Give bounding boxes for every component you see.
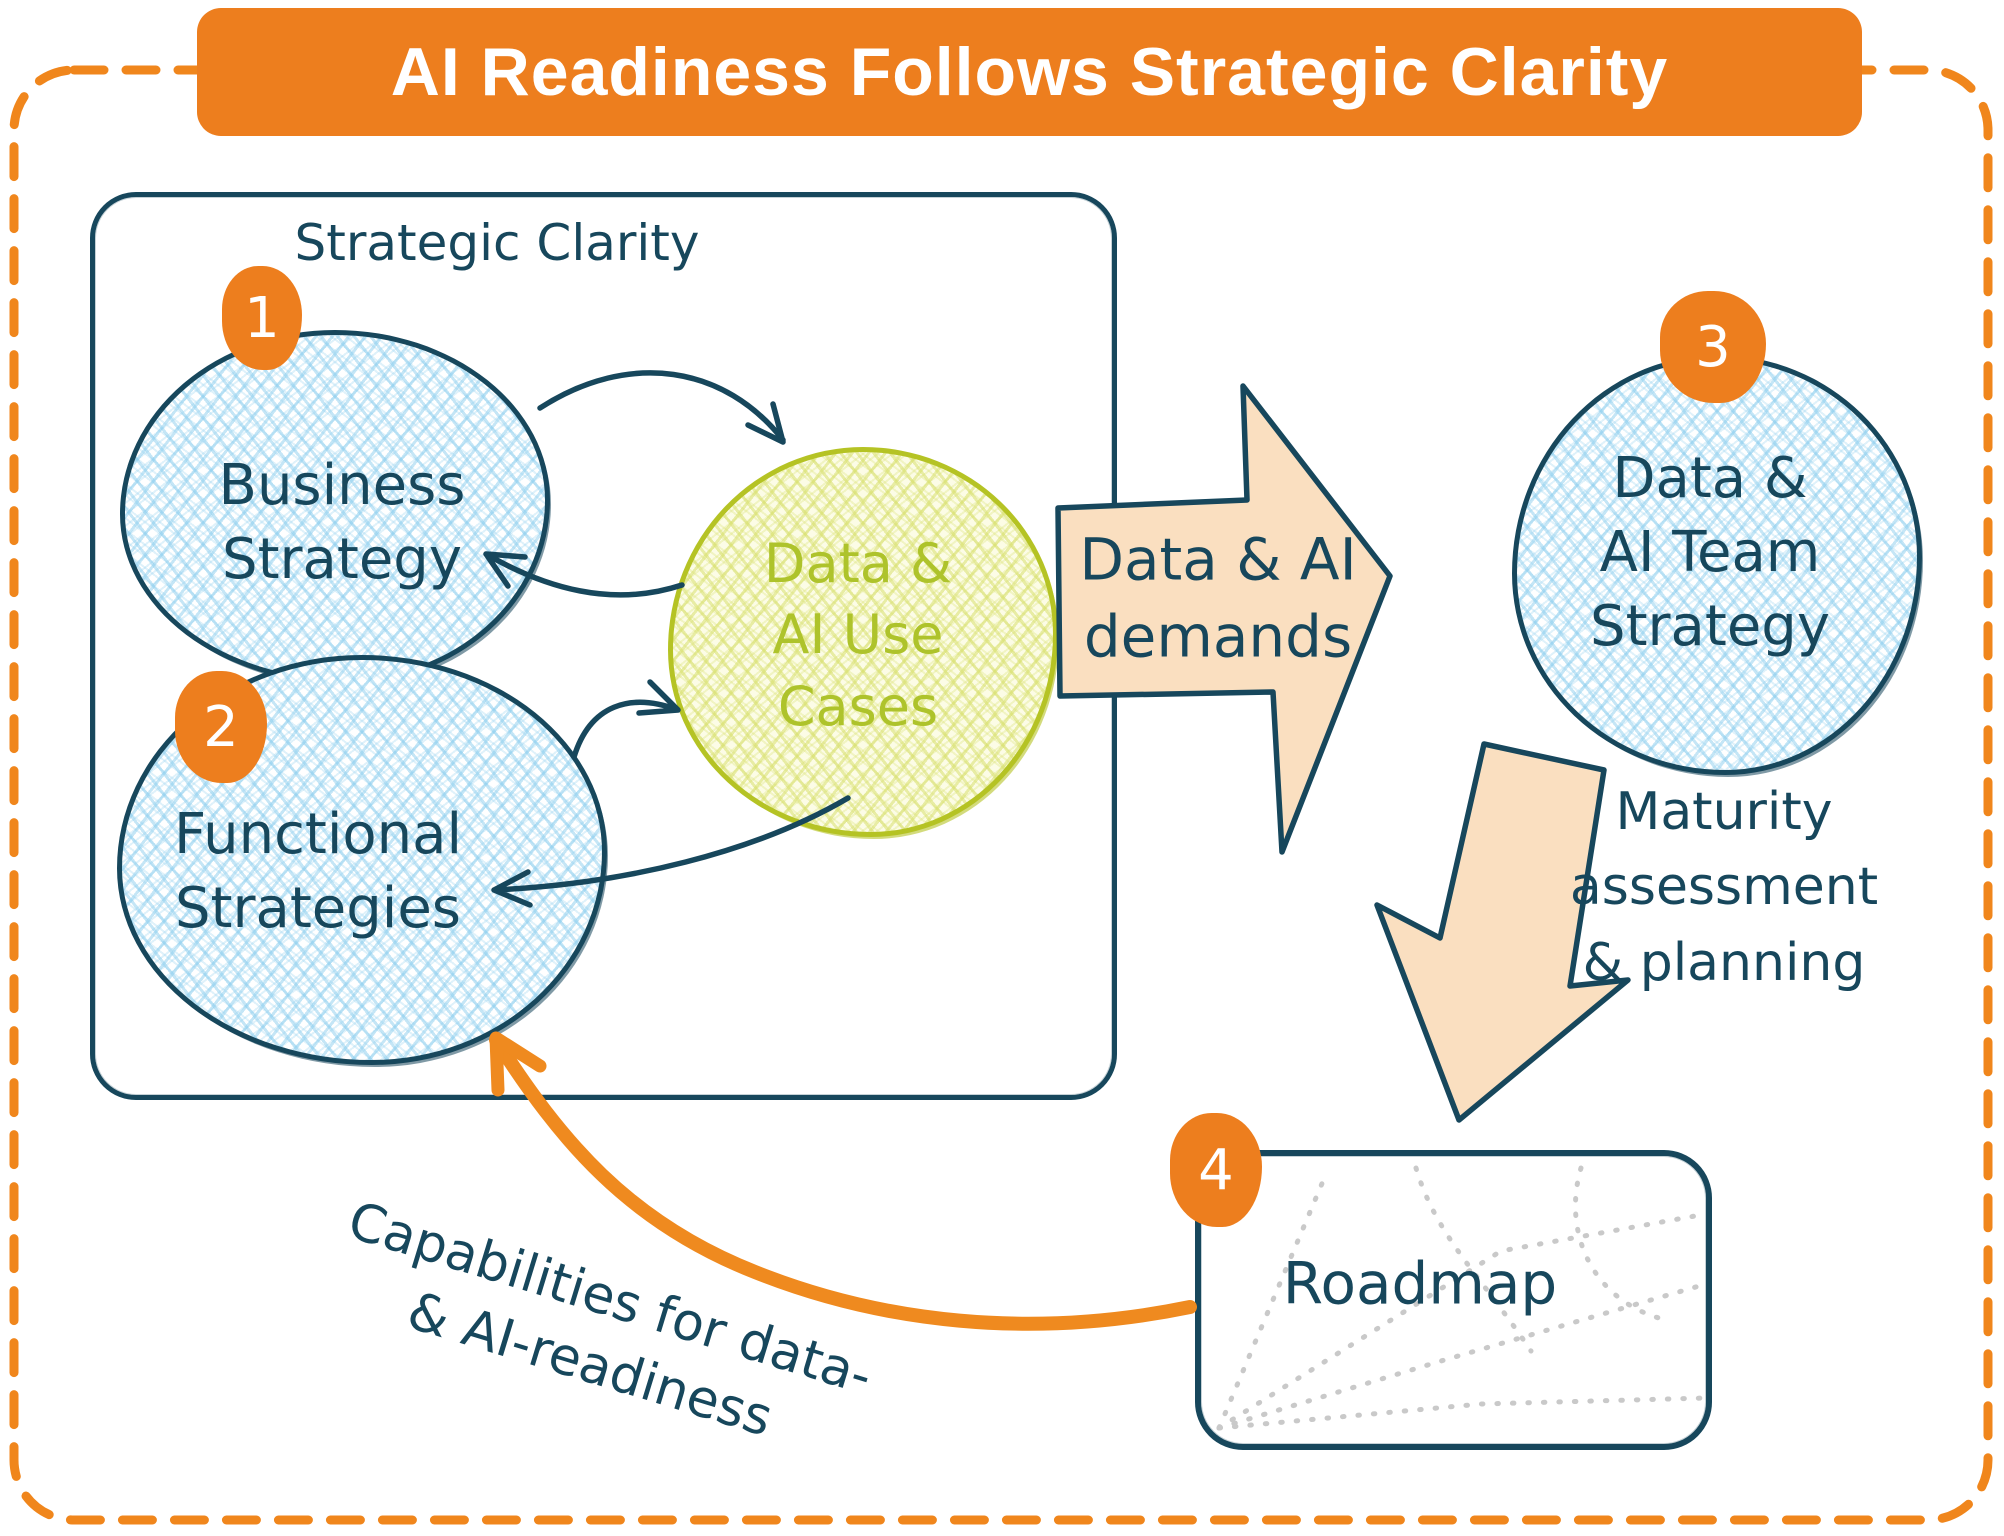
capabilities-note: Capabilities for data- & AI-readiness bbox=[341, 1190, 879, 1449]
business-strategy-label: Business Strategy bbox=[218, 453, 466, 592]
badge-2: 2 bbox=[175, 671, 267, 783]
badge-4: 4 bbox=[1170, 1113, 1262, 1227]
badge-3: 3 bbox=[1660, 291, 1766, 403]
functional-strategies-label: Functional Strategies bbox=[173, 802, 463, 941]
badge-1: 1 bbox=[222, 266, 302, 370]
page-title: AI Readiness Follows Strategic Clarity bbox=[390, 34, 1669, 110]
roadmap-label: Roadmap bbox=[1282, 1249, 1558, 1318]
demands-arrow-label: Data & AI demands bbox=[1079, 525, 1357, 670]
strategic-clarity-heading: Strategic Clarity bbox=[294, 214, 700, 272]
use-cases-label: Data & AI Use Cases bbox=[763, 532, 953, 738]
maturity-note: Maturity assessment & planning bbox=[1569, 781, 1879, 993]
title-banner: AI Readiness Follows Strategic Clarity bbox=[197, 8, 1862, 136]
team-strategy-label: Data & AI Team Strategy bbox=[1590, 446, 1830, 659]
